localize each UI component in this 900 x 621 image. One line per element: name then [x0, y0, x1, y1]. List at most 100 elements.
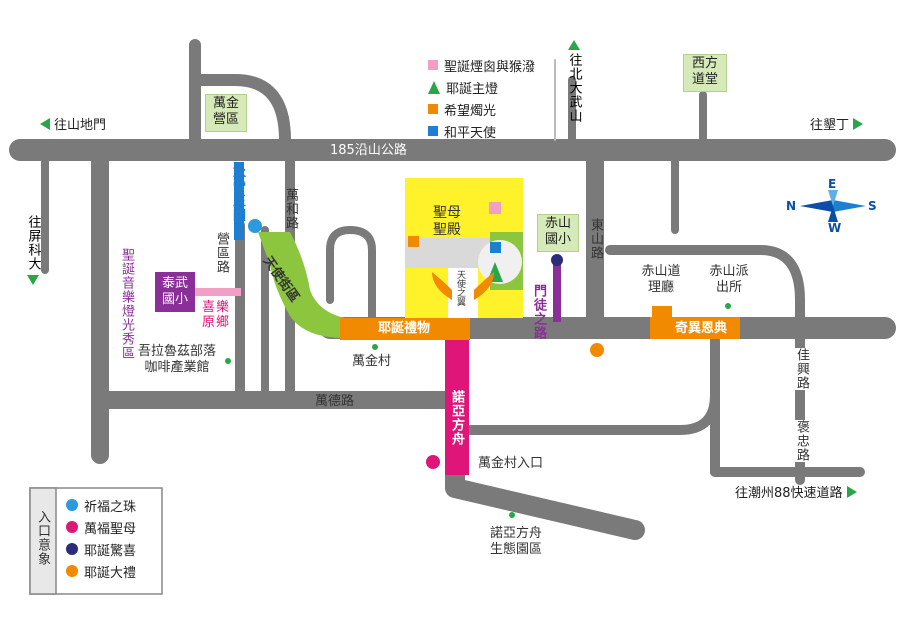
- direction-label: 往屏科大: [25, 215, 41, 271]
- wonder-grace-zone: [650, 317, 740, 339]
- entry-legend-titlebar: [29, 487, 57, 595]
- disciple-road-zone: [553, 262, 561, 322]
- pink-entry-dot: [426, 455, 440, 469]
- top-legend-item: 耶誕主燈: [428, 76, 535, 98]
- taiwu-school-label: 泰武國小: [161, 276, 188, 307]
- direction-label: 往潮州88快速道路: [735, 486, 843, 501]
- orange-entry-dot: [590, 343, 604, 357]
- ice-jade-zone: [234, 162, 244, 240]
- wanjin-village-label: 萬金村: [352, 354, 392, 369]
- road-baozhong-label: 褒忠路: [794, 420, 809, 462]
- entry-legend-label: 耶誕驚喜: [84, 543, 137, 559]
- road-noah-south: [445, 460, 645, 540]
- compass-w: W: [828, 221, 842, 235]
- direction-pingtung: 往屏科大: [24, 215, 42, 285]
- entry-legend-item: 萬福聖母: [66, 516, 136, 538]
- coffee-hall-dot: [225, 358, 231, 364]
- entry-legend-label: 祈福之珠: [84, 499, 137, 515]
- taiwu-school-box: [155, 272, 195, 312]
- road-wande-label: 萬德路: [315, 394, 355, 409]
- top-legend-item: 希望燭光: [428, 98, 535, 120]
- road-arch: [326, 226, 376, 324]
- entry-legend-label: 耶誕大禮: [84, 565, 137, 581]
- arrow-right-icon: [853, 117, 864, 130]
- entry-legend-item: 祈福之珠: [66, 494, 136, 516]
- christmas-gift-zone: [340, 318, 470, 340]
- orange-candle-marker: [408, 236, 419, 247]
- compass-n: N: [786, 199, 797, 213]
- basilica-label: 聖母聖殿: [433, 205, 461, 238]
- wonder-grace-stub: [652, 306, 672, 320]
- blue-square-icon: [428, 126, 438, 136]
- noah-ark-zone: [445, 340, 469, 475]
- blue-angel-marker: [490, 242, 501, 253]
- road-network: [9, 39, 896, 540]
- xile-town-label: 喜樂原鄉: [202, 300, 231, 330]
- road-wanhe-label: 萬和路: [283, 188, 298, 230]
- direction-label: 往北大武山: [566, 53, 582, 123]
- entry-legend-item: 耶誕大禮: [66, 560, 136, 582]
- wanjin-camp-box: 萬金營區: [205, 94, 247, 132]
- noah-park-dot: [509, 512, 515, 518]
- blue-entry-dot: [248, 219, 262, 233]
- noah-park-label: 諾亞方舟生態園區: [489, 526, 542, 557]
- xile-town-zone: [195, 288, 241, 296]
- western-church-box: 西方道堂: [683, 54, 727, 92]
- road-jiaxing-label: 佳興路: [794, 348, 809, 390]
- ice-jade-label: 冰雪玉國: [230, 166, 245, 222]
- chishan-police-label: 赤山派出所: [709, 264, 749, 295]
- entry-legend-item: 耶誕驚喜: [66, 538, 136, 560]
- angel-wings-label: 天使之翼: [455, 270, 465, 306]
- angel-street-zone: [258, 232, 345, 338]
- road-curve-east: [605, 245, 805, 485]
- road-yingqu-label: 營區路: [214, 232, 229, 274]
- top-legend: 聖誕煙囪與猴潑 耶誕主燈 希望燭光 和平天使: [428, 54, 535, 142]
- arrow-left-icon: [40, 117, 50, 130]
- top-legend-item: 和平天使: [428, 120, 535, 142]
- christmas-gift-label: 耶誕禮物: [378, 321, 431, 336]
- top-legend-item: 聖誕煙囪與猴潑: [428, 54, 535, 76]
- top-legend-label: 耶誕主燈: [446, 81, 499, 97]
- chishan-temple-label: 赤山道理廳: [641, 264, 681, 295]
- police-dot: [725, 303, 731, 309]
- angel-wings-icon: [432, 272, 494, 300]
- wanjin-village-dot: [372, 344, 378, 350]
- arrow-down-icon: [27, 275, 39, 285]
- compass-s: S: [868, 199, 877, 213]
- basilica-white-circle: [478, 240, 522, 284]
- navy-entry-dot: [551, 254, 563, 266]
- orange-circle-icon: [66, 565, 78, 577]
- top-legend-label: 聖誕煙囪與猴潑: [444, 59, 536, 75]
- pink-circle-icon: [66, 521, 78, 533]
- direction-dawushan: 往北大武山: [565, 40, 583, 123]
- entry-legend-label: 萬福聖母: [84, 521, 137, 537]
- entry-legend-title: 入口意象: [35, 510, 50, 566]
- compass-icon: [800, 190, 866, 222]
- arrow-up-icon: [568, 40, 580, 50]
- chishan-school-box: 赤山國小: [537, 214, 579, 252]
- direction-shandimen: 往山地門: [40, 114, 106, 133]
- pink-square-icon: [428, 60, 438, 70]
- top-legend-label: 希望燭光: [444, 103, 497, 119]
- direction-kending: 往墾丁: [810, 114, 864, 133]
- blue-circle-icon: [66, 499, 78, 511]
- noah-ark-label: 諾亞方舟: [449, 390, 464, 446]
- road-dongshan-label: 東山路: [588, 218, 603, 260]
- direction-expressway: 往潮州88快速道路: [735, 482, 857, 501]
- direction-label: 往山地門: [54, 118, 107, 133]
- tree-icon: [428, 80, 440, 94]
- arrow-right-icon: [846, 485, 857, 498]
- navy-circle-icon: [66, 543, 78, 555]
- lantern-show-label: 聖誕音樂燈光秀區: [119, 248, 134, 360]
- basilica-path: [448, 268, 478, 318]
- wanjin-entrance-label: 萬金村入口: [478, 456, 544, 471]
- direction-label: 往墾丁: [810, 118, 850, 133]
- road-185-label: 185沿山公路: [330, 143, 407, 158]
- wonder-grace-label: 奇異恩典: [675, 321, 728, 336]
- entry-legend-list: 祈福之珠 萬福聖母 耶誕驚喜 耶誕大禮: [66, 494, 136, 582]
- compass-e: E: [828, 177, 837, 191]
- pink-chimney-marker: [489, 202, 501, 214]
- coffee-hall-label: 吾拉魯茲部落咖啡產業館: [137, 344, 216, 375]
- orange-square-icon: [428, 104, 438, 114]
